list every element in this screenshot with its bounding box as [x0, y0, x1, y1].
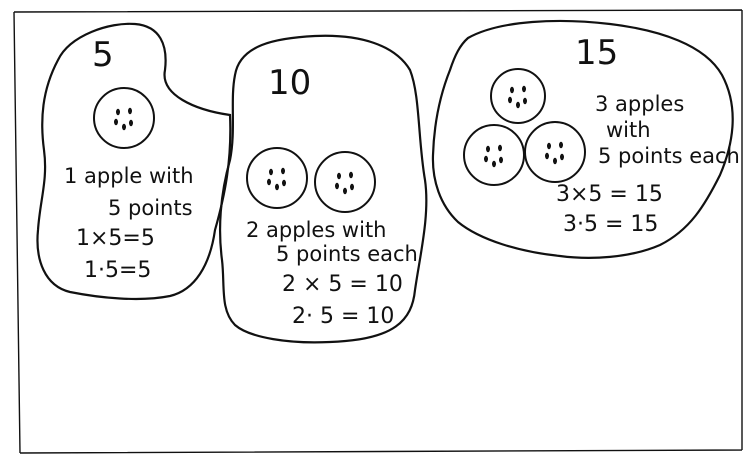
apple-seed: [510, 87, 514, 93]
apple-seed: [122, 124, 126, 130]
apple-icon: [315, 152, 375, 212]
apple-seed: [337, 173, 341, 179]
apple-seed: [499, 157, 503, 163]
apple-seed: [516, 102, 520, 108]
apple-seed: [129, 120, 133, 126]
group-10-desc-line-2: 5 points each: [276, 244, 418, 265]
apple-seed: [275, 184, 279, 190]
apple-seed: [114, 119, 118, 125]
apple-seed: [335, 183, 339, 189]
group-15-equation-1: 3×5 = 15: [556, 184, 663, 206]
apple-seed: [128, 108, 132, 114]
apple-seed: [484, 156, 488, 162]
group-10-equation-2: 2· 5 = 10: [292, 306, 394, 328]
group-15-desc-line-3: 5 points each: [598, 146, 740, 167]
apple-seed: [486, 146, 490, 152]
group-10-number: 10: [268, 66, 311, 100]
group-15-equation-2: 3·5 = 15: [563, 214, 658, 236]
apple-icon: [464, 125, 524, 185]
apple-seed: [523, 98, 527, 104]
group-5-number: 5: [92, 38, 114, 72]
apple-seed: [349, 172, 353, 178]
apple-seed: [522, 86, 526, 92]
group-5-equation-2: 1·5=5: [84, 260, 151, 282]
group-10-equation-1: 2 × 5 = 10: [282, 274, 403, 296]
group-15-number: 15: [575, 36, 618, 70]
apple-seed: [553, 158, 557, 164]
apple-seed: [545, 153, 549, 159]
apple-seed: [498, 145, 502, 151]
group-5-equation-1: 1×5=5: [76, 228, 155, 250]
group-5-desc-line-2: 5 points: [108, 198, 193, 219]
apple-icon: [94, 88, 154, 148]
group-15-desc-line-2: with: [606, 120, 651, 141]
apple-icon: [247, 148, 307, 208]
apple-seed: [350, 184, 354, 190]
apple-seed: [267, 179, 271, 185]
apple-seed: [560, 154, 564, 160]
apple-seed: [547, 143, 551, 149]
group-5-desc-line-1: 1 apple with: [64, 166, 194, 187]
apple-seed: [492, 161, 496, 167]
apple-seed: [282, 180, 286, 186]
apple-seed: [116, 109, 120, 115]
apple-seed: [559, 142, 563, 148]
group-10-desc-line-1: 2 apples with: [246, 220, 387, 241]
apple-seed: [269, 169, 273, 175]
apple-seed: [281, 168, 285, 174]
apple-seed: [508, 97, 512, 103]
apple-seed: [343, 188, 347, 194]
group-15-desc-line-1: 3 apples: [595, 94, 684, 115]
apple-icon: [491, 69, 545, 123]
apple-icon: [525, 122, 585, 182]
